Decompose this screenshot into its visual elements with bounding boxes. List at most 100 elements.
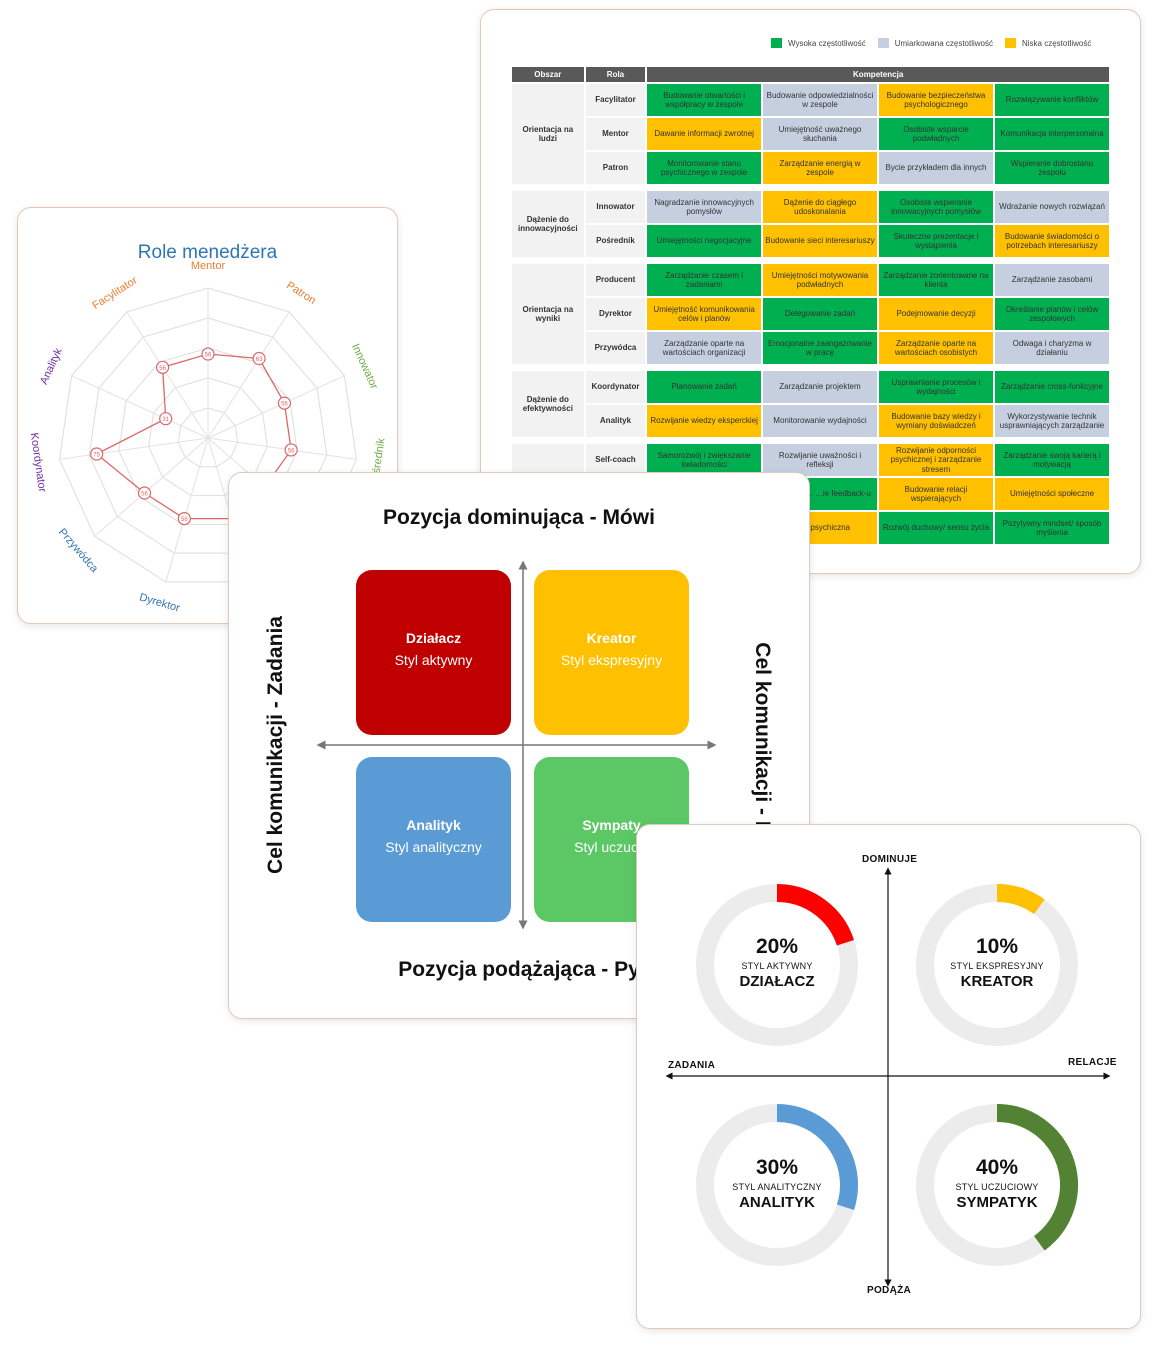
competence-cell: Bycie przykładem dla innych <box>879 152 994 184</box>
donut-arc-kreator <box>996 884 1045 915</box>
quadrant-box-style: Styl aktywny <box>394 652 473 668</box>
radar-spoke <box>126 311 209 439</box>
donut-percent: 20% <box>755 935 799 958</box>
radar-point-label: 56 <box>181 517 188 523</box>
competence-cell: Pozytywny mindset/ sposób myślenia <box>995 512 1109 544</box>
donut-percent: 30% <box>755 1156 799 1179</box>
radar-point <box>201 347 215 361</box>
quadrant-axes <box>316 560 717 930</box>
competence-cell: Budowanie odpowiedzialności w zespole <box>762 84 878 116</box>
radar-axis-label: Dyrektor <box>138 591 182 614</box>
header-competence: Kompetencja <box>647 67 1109 82</box>
donut-arc-sympatyk <box>996 1104 1078 1251</box>
donut-percent: 40% <box>975 1156 1019 1179</box>
radar-spoke <box>207 375 345 439</box>
quadrant-top-label: Pozycja dominująca - Mówi <box>383 506 655 529</box>
competence-cell: Budowanie relacji wspierających <box>879 478 994 510</box>
competence-cell: Zarządzanie oparte na wartościach organi… <box>647 332 761 364</box>
axis-label-podaza: PODĄŻA <box>867 1285 912 1296</box>
area-cell: Dążenie do innowacyjności <box>512 191 584 257</box>
group-spacer <box>512 366 1109 369</box>
competence-cell: Skuteczne prezentacje i wystąpienia <box>879 225 994 257</box>
competence-cell: Umiejętności społeczne <box>995 478 1109 510</box>
competence-cell: Określanie planów i celów zespołowych <box>995 298 1109 330</box>
competence-cell: Rozwiązywanie konfliktów <box>995 84 1109 116</box>
quadrant-box-analityk: Analityk Styl analityczny <box>356 757 511 922</box>
donut-label-kreator: 10% STYL EKSPRESYJNY KREATOR <box>917 935 1077 990</box>
competence-cell: Dążenie do ciągłego udoskonalania <box>762 191 878 223</box>
competence-cell: Zarządzanie swoją karierą i motywacją <box>995 444 1109 476</box>
radar-point <box>137 486 152 500</box>
radar-point-label: 56 <box>159 366 166 372</box>
axis-label-zadania: ZADANIA <box>668 1060 716 1071</box>
competence-cell: Monitorowanie wydajności <box>762 405 878 437</box>
radar-point <box>159 412 173 426</box>
radar-spoke <box>207 437 357 460</box>
donut-style: STYL EKSPRESYJNY <box>950 961 1044 971</box>
quadrant-box-style: Styl ekspresyjny <box>560 652 663 668</box>
competence-cell: Odwaga i charyzma w działaniu <box>995 332 1109 364</box>
competence-cell: Budowanie otwartości i współpracy w zesp… <box>647 84 761 116</box>
area-cell: Dążenie do efektywności <box>512 371 584 437</box>
group-spacer <box>512 439 1109 442</box>
competence-cell: Budowanie bezpieczeństwa psychologiczneg… <box>879 84 994 116</box>
competence-cell: Samorozwój i zwiększanie świadomości <box>647 444 761 476</box>
radar-spoke <box>207 311 290 439</box>
competence-cell: Monitorowanie stanu psychicznego w zespo… <box>647 152 761 184</box>
competence-cell: Rozwijanie uważności i refleksji <box>762 444 878 476</box>
radar-point-label: 56 <box>141 492 148 498</box>
radar-spoke <box>71 375 209 439</box>
quadrant-box-title: Analityk <box>406 817 461 833</box>
radar-point-label: 31 <box>162 417 169 423</box>
spacer-cell <box>512 259 1109 262</box>
role-cell: Dyrektor <box>585 298 646 330</box>
donut-name: DZIAŁACZ <box>739 973 815 990</box>
radar-grid-ring <box>177 407 239 468</box>
frequency-legend: Wysoka częstotliwość Umiarkowana częstot… <box>771 38 1091 48</box>
group-spacer <box>512 259 1109 262</box>
legend-label-moderate: Umiarkowana częstotliwość <box>894 38 993 48</box>
competence-cell: Budowanie świadomości o potrzebach inter… <box>995 225 1109 257</box>
axis-label-dominuje: DOMINUJE <box>862 854 918 865</box>
competence-cell: Wdrażanie nowych rozwiązań <box>995 191 1109 223</box>
competence-cell: Umiejętność komunikowania celów i planów <box>647 298 761 330</box>
legend-label-low: Niska częstotliwość <box>1022 38 1092 48</box>
competence-cell: Zarządzanie oparte na wartościach osobis… <box>879 332 994 364</box>
donut-style: STYL AKTYWNY <box>741 961 813 971</box>
radar-point <box>252 351 266 366</box>
competence-cell: Emocjonalne zaangażowanie w pracę <box>762 332 878 364</box>
competency-table-card: Wysoka częstotliwość Umiarkowana częstot… <box>480 9 1141 574</box>
radar-point-label: 63 <box>256 357 263 363</box>
competence-cell: Rozwijanie wiedzy eksperckiej <box>647 405 761 437</box>
radar-point-label: 56 <box>205 353 212 359</box>
donut-style: STYL ANALITYCZNY <box>732 1182 822 1192</box>
donut-label-analityk: 30% STYL ANALITYCZNY ANALITYK <box>697 1156 857 1211</box>
radar-grid-ring <box>148 377 268 497</box>
legend-label-high: Wysoka częstotliwość <box>788 38 866 48</box>
area-cell: Orientacja na ludzi <box>512 84 584 184</box>
radar-axis-label: Mentor <box>191 260 226 272</box>
competence-cell: Zarządzanie energią w zespole <box>762 152 878 184</box>
legend-swatch-high <box>771 38 782 48</box>
radar-axis-label: Patron <box>284 279 318 307</box>
radar-point-label: 75 <box>93 453 100 459</box>
competence-cell: Zarządzanie projektem <box>762 371 878 403</box>
competence-cell: Wspieranie dobrostanu zespołu <box>995 152 1109 184</box>
role-cell: Przywódca <box>585 332 646 364</box>
role-cell: Mentor <box>585 118 646 150</box>
header-role: Rola <box>585 67 646 82</box>
radar-point-label: 56 <box>288 448 295 454</box>
competence-cell: Zarządzanie zasobami <box>995 264 1109 296</box>
header-area: Obszar <box>512 67 584 82</box>
legend-swatch-low <box>1005 38 1016 48</box>
role-cell: Pośrednik <box>585 225 646 257</box>
quadrant-box-title: Kreator <box>586 630 637 646</box>
competence-cell: Umiejętności motywowania podwładnych <box>762 264 878 296</box>
